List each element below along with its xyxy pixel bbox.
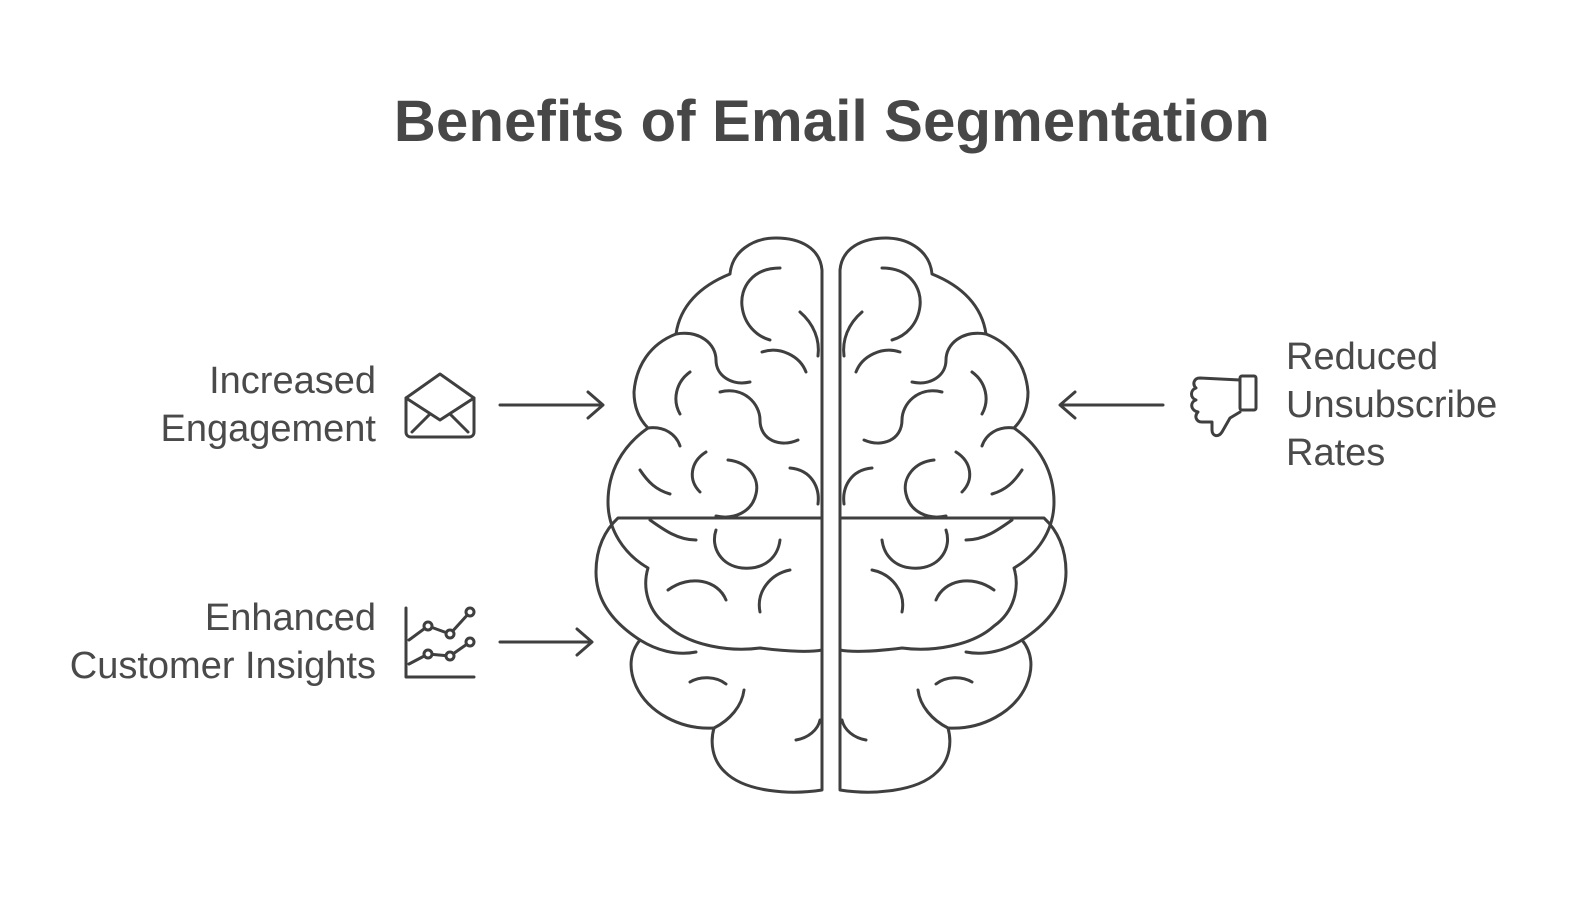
benefit-label-reduced-unsubscribe-rates: Reduced Unsubscribe Rates — [1286, 333, 1497, 477]
benefit-label-line: Rates — [1286, 432, 1386, 474]
arrow-reduced-unsubscribe-rates — [1058, 390, 1165, 420]
brain-right-hemisphere — [838, 236, 1056, 653]
envelope-icon — [404, 372, 476, 439]
diagram-title: Benefits of Email Segmentation — [393, 89, 1271, 154]
benefit-label-line: Unsubscribe — [1286, 384, 1498, 426]
benefit-label-enhanced-customer-insights: Enhanced Customer Insights — [70, 594, 376, 690]
benefit-label-line: Reduced — [1286, 336, 1439, 378]
brain-right-base — [838, 516, 1068, 794]
brain-left-hemisphere — [606, 236, 824, 653]
brain-illustration — [594, 236, 1068, 794]
arrow-enhanced-customer-insights — [498, 627, 594, 657]
benefit-label-line: Increased — [209, 360, 376, 402]
brain-left-base — [594, 516, 824, 794]
benefit-label-line: Customer Insights — [69, 645, 376, 687]
benefit-label-line: Engagement — [160, 408, 377, 450]
brain-left-folds — [638, 266, 820, 614]
brain-right-folds — [842, 266, 1024, 614]
arrow-increased-engagement — [498, 390, 605, 420]
benefit-label-line: Enhanced — [204, 597, 376, 639]
brain-base-folds — [638, 638, 1024, 742]
line-chart-icon — [404, 606, 476, 679]
benefit-label-increased-engagement: Increased Engagement — [161, 357, 377, 453]
thumbs-down-icon — [1190, 374, 1258, 438]
